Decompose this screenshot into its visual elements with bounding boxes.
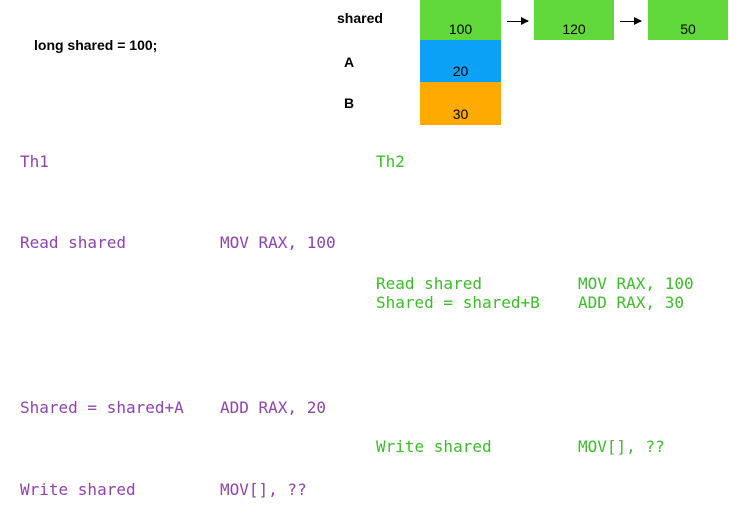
th1-step-asm: ADD RAX, 20	[220, 398, 326, 417]
th1-step-asm: MOV[], ??	[220, 480, 307, 499]
th2-step-asm: ADD RAX, 30	[578, 293, 684, 312]
th2-step-asm: MOV[], ??	[578, 437, 665, 456]
b-value-box: 30	[420, 82, 501, 125]
th2-step-op: Shared = shared+B	[376, 293, 540, 312]
b-label: B	[344, 95, 355, 111]
th1-step-op: Read shared	[20, 233, 126, 252]
th2-step-op: Read shared	[376, 274, 482, 293]
th2-step-asm: MOV RAX, 100	[578, 274, 694, 293]
th1-step-op: Write shared	[20, 480, 136, 499]
arrow-right-icon	[620, 17, 642, 25]
variable-declaration: long shared = 100;	[34, 37, 158, 53]
th2-step-op: Write shared	[376, 437, 492, 456]
th1-step-op: Shared = shared+A	[20, 398, 184, 417]
shared-value-box-2: 120	[534, 0, 614, 40]
shared-value-box-3: 50	[648, 0, 728, 40]
a-label: A	[344, 54, 355, 70]
th1-step-asm: MOV RAX, 100	[220, 233, 336, 252]
a-value-box: 20	[420, 40, 501, 82]
shared-label: shared	[337, 10, 383, 26]
arrow-right-icon	[507, 17, 529, 25]
shared-value-box-1: 100	[420, 0, 501, 40]
thread1-header: Th1	[20, 152, 49, 171]
thread2-header: Th2	[376, 152, 405, 171]
